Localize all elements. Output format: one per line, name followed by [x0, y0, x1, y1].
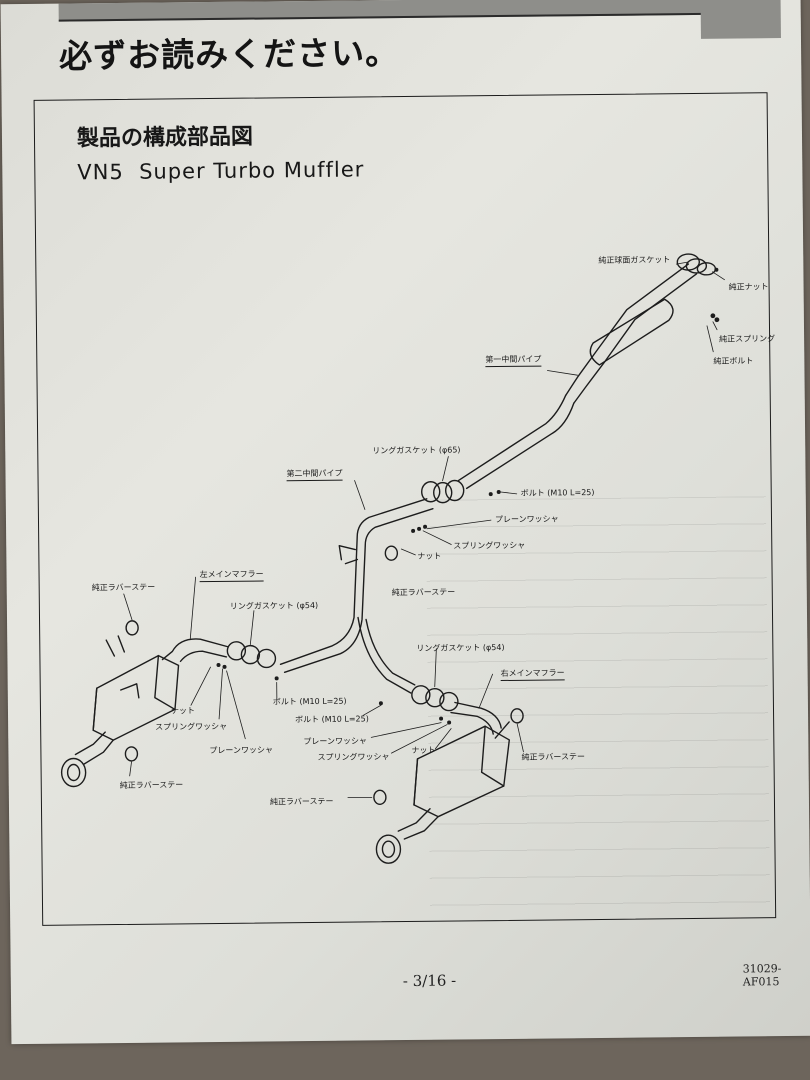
document-code: 31029-AF015 — [742, 962, 782, 989]
label-plain-washer-right: プレーンワッシャ — [303, 736, 367, 747]
top-header-band — [58, 0, 779, 22]
diagram-frame: 製品の構成部品図 VN5 Super Turbo Muffler — [33, 92, 777, 926]
label-plain-washer-left: プレーンワッシャ — [209, 745, 274, 756]
label-bolt-left: ボルト (M10 L=25) — [272, 696, 347, 707]
label-original-spherical-gasket: 純正球面ガスケット — [598, 255, 671, 265]
label-ring-gasket-54-left: リングガスケット (φ54) — [229, 600, 319, 611]
fasteners — [216, 267, 720, 725]
page-heading: 必ずお読みください。 — [58, 33, 400, 76]
rubber-stays — [124, 545, 524, 805]
label-ring-gasket-54-right: リングガスケット (φ54) — [416, 642, 505, 653]
flange-54-right — [411, 685, 459, 712]
label-nut-right: ナット — [411, 745, 436, 755]
label-rubber-stay-right: 純正ラバーステー — [521, 752, 586, 762]
label-spring-washer-upper: スプリングワッシャ — [453, 540, 526, 551]
top-flange — [676, 253, 717, 276]
label-spring-washer-left: スプリングワッシャ — [155, 721, 228, 732]
label-spring-washer-right: スプリングワッシャ — [317, 752, 390, 762]
flange-65 — [421, 479, 465, 504]
label-plain-washer-upper: プレーンワッシャ — [494, 514, 559, 525]
label-rubber-stay-left-top: 純正ラバーステー — [91, 582, 156, 593]
first-intermediate-pipe — [457, 263, 698, 490]
label-original-bolt: 純正ボルト — [713, 356, 754, 366]
left-main-muffler — [60, 635, 230, 788]
label-rubber-stay-bottom-center: 純正ラバーステー — [269, 796, 334, 807]
second-intermediate-pipe — [279, 498, 434, 694]
label-bolt-right: ボルト (M10 L=25) — [295, 714, 369, 725]
label-nut-left: ナット — [170, 706, 196, 716]
page-number: - 3/16 - — [402, 971, 457, 991]
label-rubber-stay-center: 純正ラバーステー — [391, 587, 456, 598]
label-rubber-stay-left-bottom: 純正ラバーステー — [119, 780, 184, 791]
flange-54-left — [226, 641, 277, 669]
label-left-main-muffler: 左メインマフラー — [199, 568, 264, 583]
label-first-intermediate-pipe: 第一中間パイプ — [485, 353, 542, 368]
label-right-main-muffler: 右メインマフラー — [500, 667, 565, 682]
label-nut-upper: ナット — [417, 551, 442, 561]
label-second-intermediate-pipe: 第二中間パイプ — [286, 467, 343, 482]
top-header-band-right — [700, 0, 781, 39]
label-bolt-upper: ボルト (M10 L=25) — [520, 488, 595, 498]
label-original-nut: 純正ナット — [728, 282, 769, 292]
label-ring-gasket-65: リングガスケット (φ65) — [372, 445, 461, 456]
leader-lines — [123, 261, 725, 799]
label-original-spring: 純正スプリング — [719, 334, 776, 344]
right-main-muffler — [375, 701, 511, 864]
manual-page: 必ずお読みください。 製品の構成部品図 VN5 Super Turbo Muff… — [0, 0, 810, 1045]
exhaust-parts-diagram — [60, 253, 725, 864]
